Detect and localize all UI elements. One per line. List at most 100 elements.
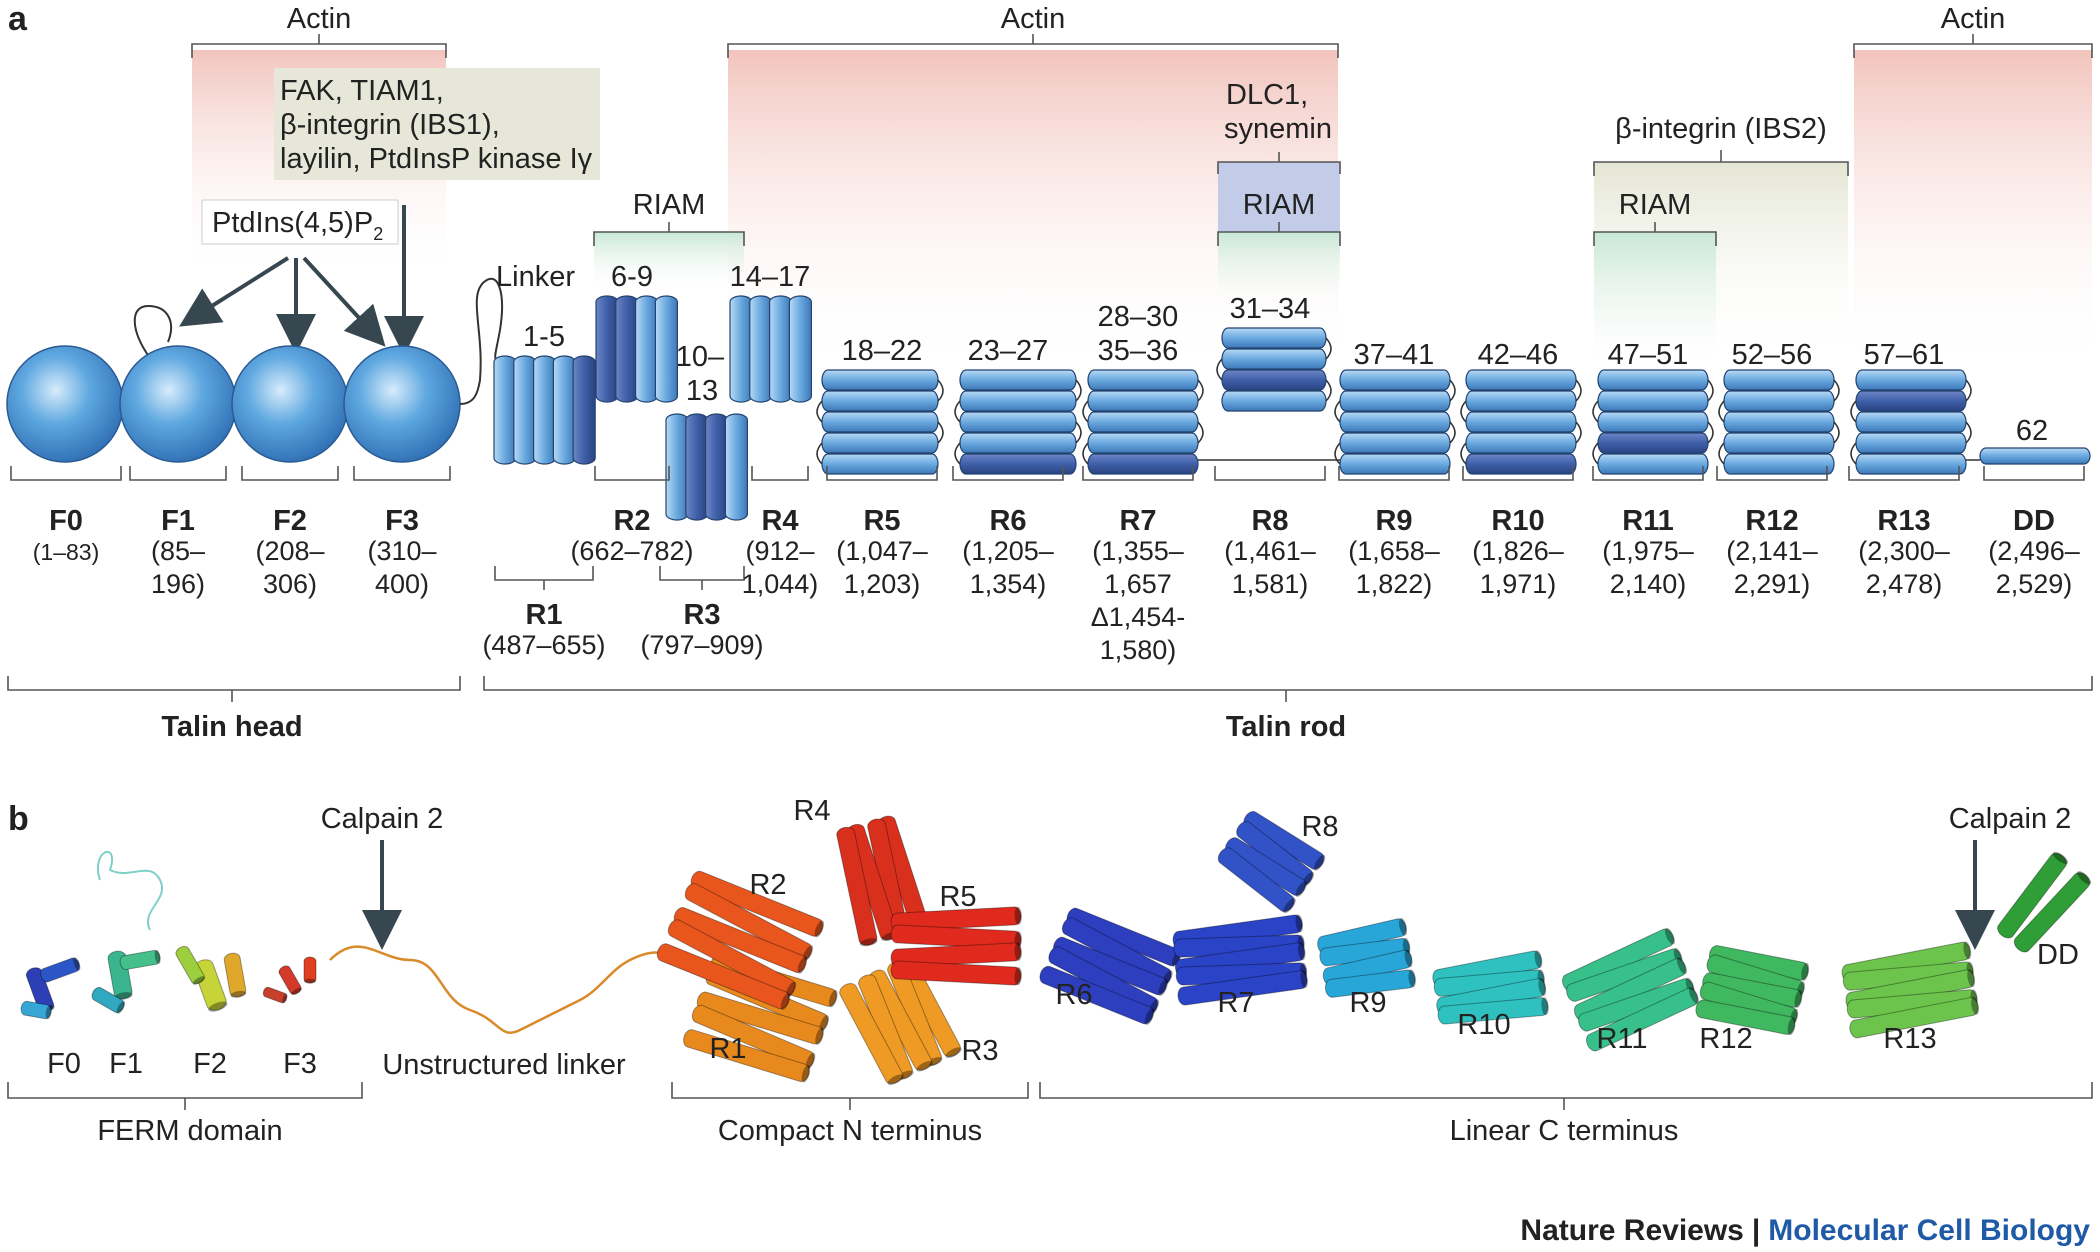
rod-r12-helix-cap (1801, 962, 1810, 981)
ferm-helix-1 (40, 957, 81, 983)
dlc1-bracket (1217, 152, 1341, 174)
bundle-r10-helix (1465, 369, 1577, 391)
hr-r9: 37–41 (1354, 339, 1435, 371)
domain-bracket (10, 466, 122, 481)
domain-range-line: (85– (151, 536, 205, 566)
bundle-r1-helix (532, 355, 557, 465)
rod-dd (1997, 851, 2092, 953)
ferm-helix-11-body (262, 986, 288, 1004)
bundle-r6-loop (1075, 421, 1082, 444)
b-f0: F0 (47, 1048, 81, 1080)
ferm-helix-8 (175, 945, 206, 985)
domain-bracket (1214, 466, 1326, 481)
bundle-r5-helix (821, 369, 939, 391)
rod-r4-helix (836, 826, 878, 947)
rod-label-r12: R12 (1699, 1023, 1752, 1055)
ferm-helix-4-body (119, 949, 161, 971)
domain-name: R1 (525, 599, 562, 631)
rod-r13-helix-body (1849, 997, 1979, 1039)
domain-name: R5 (863, 505, 900, 537)
domain-name: R3 (683, 599, 720, 631)
bundle-r11-loop (1707, 379, 1714, 402)
rod-r8-helix-body (1217, 847, 1295, 913)
rod-r10-helix-body (1437, 997, 1549, 1025)
hr-r7a: 28–30 (1098, 301, 1179, 333)
bundle-r12-helix (1723, 453, 1835, 475)
bundle-r9-loop (1449, 379, 1456, 402)
domain-range-line: (2,300– (1858, 536, 1950, 566)
bundle-r2-helix (654, 295, 679, 403)
domain-range-line: 2,529) (1996, 569, 2073, 599)
domain-r9: R9(1,658–1,822) (1338, 466, 1450, 599)
dlc1-line-1: DLC1, (1226, 79, 1308, 111)
bundle-r12-loop (1833, 421, 1840, 444)
bundle-r5-helix (821, 411, 939, 433)
rod-dd-helix-cap (2053, 851, 2069, 865)
domain-range-line: 306) (263, 569, 317, 599)
rod-r1-helix-cap (801, 1065, 811, 1083)
bundle-r8-helix (1221, 348, 1327, 370)
hr-r10: 42–46 (1478, 339, 1559, 371)
rod-r1-helix-body (696, 991, 824, 1045)
rod-r12 (1695, 945, 1810, 1036)
rod-r3-helix-body (839, 983, 903, 1085)
arrow-pip2-f1 (179, 256, 290, 327)
rod-label-r7: R7 (1217, 987, 1254, 1019)
bundle-r5-loop (937, 421, 944, 444)
pip2-label: PtdIns(4,5)P2 (212, 207, 383, 244)
domain-r1: R1(487–655) (482, 566, 606, 660)
bundle-r12-helix (1723, 369, 1835, 391)
bundle-r5-loop (816, 442, 823, 465)
rod-r2-helix-body (690, 870, 824, 937)
rod-r5-helix-cap (1014, 906, 1022, 925)
rod-r2-helix (690, 870, 825, 938)
domain-r5: R5(1,047–1,203) (826, 466, 938, 599)
bundle-r12 (1718, 369, 1840, 475)
domain-name: R7 (1119, 505, 1156, 537)
rod-r2-helix-body (656, 943, 790, 1010)
rod-r9-helix-cap (1398, 918, 1408, 936)
domain-bracket (1462, 466, 1574, 481)
rod-r2-helix-cap (802, 945, 814, 962)
bundle-r7-helix (1087, 432, 1199, 454)
bundle-r8 (1216, 327, 1332, 412)
ferm-helix-3-cap (114, 992, 133, 1000)
ferm-helix-5-body (91, 986, 125, 1014)
domain-range-line: Δ1,454- (1091, 602, 1186, 632)
rod-label-r13: R13 (1883, 1023, 1936, 1055)
rod-r8-helix-cap (1313, 854, 1326, 871)
rod-r3-helix (839, 983, 904, 1085)
domain-range-line: 2,291) (1734, 569, 1811, 599)
rod-r5-helix-cap (1014, 967, 1022, 986)
domain-name: R13 (1877, 505, 1930, 537)
helix-bundles (493, 295, 2091, 521)
sphere-f2 (231, 345, 349, 463)
bundle-r3-helix (724, 413, 749, 521)
rod-label-r10: R10 (1457, 1009, 1510, 1041)
bundle-r13-loop (1965, 421, 1972, 444)
bundle-r9-helix (1339, 411, 1451, 433)
actin-region-tail (1854, 50, 2092, 370)
bundle-r6-helix (959, 453, 1077, 475)
actin-label-2: Actin (1001, 3, 1065, 35)
bundle-r4-helix (749, 295, 773, 403)
domain-range-line: 2,140) (1610, 569, 1687, 599)
rod-r8-helix-cap (1295, 881, 1307, 897)
ferm-helix-10-body (303, 956, 317, 984)
talin-head-bracket (7, 676, 461, 702)
hr-r3b: 13 (686, 375, 718, 407)
b-f2: F2 (193, 1048, 227, 1080)
rod-r2-helix-body (667, 919, 796, 998)
ferm-helix-7 (223, 952, 247, 998)
ferm-helix-9-cap (291, 987, 302, 996)
rod-r1-helix-cap (828, 989, 838, 1008)
domain-bracket (494, 566, 594, 581)
bundle-r5-helix (821, 390, 939, 412)
rod-r1-helix-cap (819, 1015, 830, 1032)
bundle-r4-helix (729, 295, 753, 403)
rod-r1-helix (691, 1004, 816, 1070)
bundle-r9-loop (1449, 421, 1456, 444)
riam-bracket-2 (1217, 222, 1341, 246)
ferm-helix-1-cap (73, 957, 81, 971)
